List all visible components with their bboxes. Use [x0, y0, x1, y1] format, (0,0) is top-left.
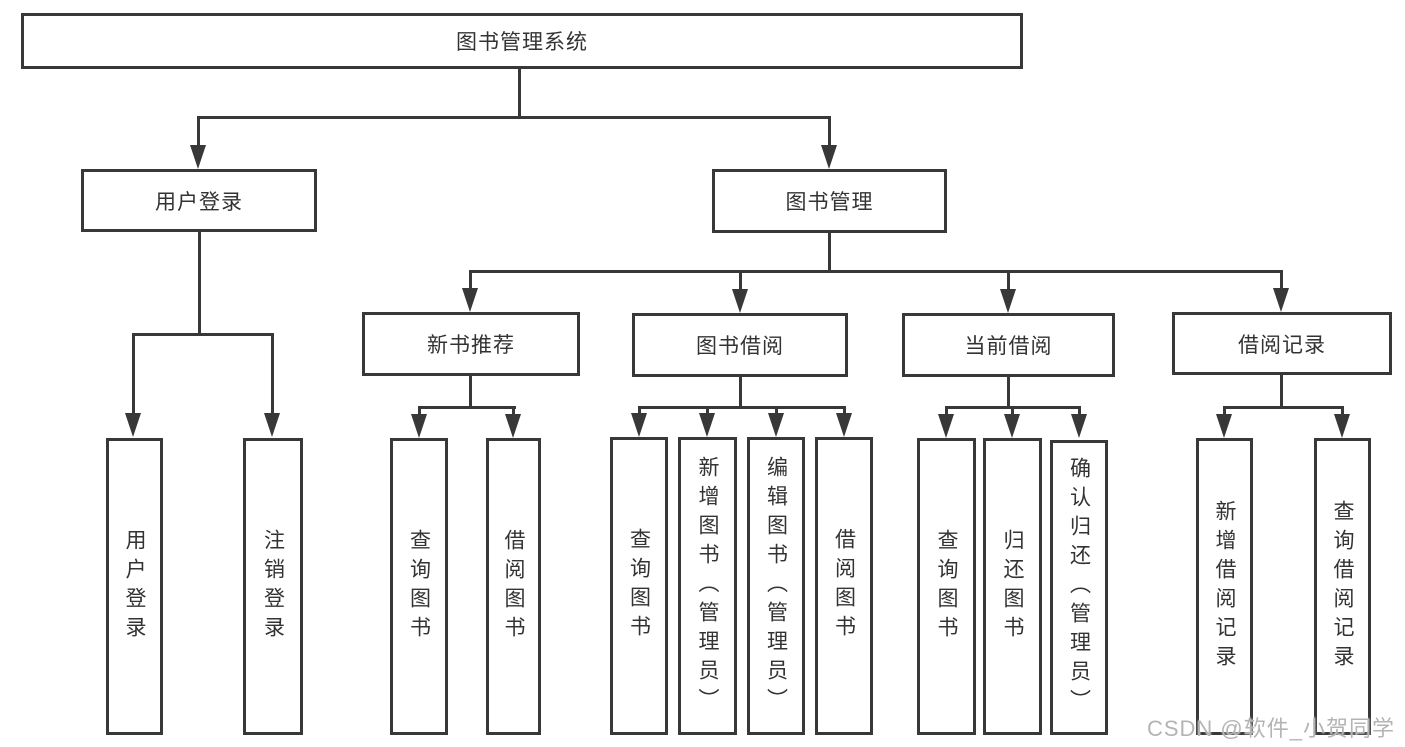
node-book-borrow-label: 图书借阅	[696, 335, 784, 358]
arrowhead-down-icon	[699, 413, 715, 437]
leaf-current-return: 归还图书	[983, 438, 1042, 735]
connector-hline	[132, 333, 274, 336]
connector-vline	[469, 376, 472, 409]
node-root-label: 图书管理系统	[456, 31, 588, 54]
connector-vline	[828, 233, 831, 273]
leaf-borrow-edit-admin: 编辑图书（管理员）	[747, 437, 805, 735]
node-current-borrow-label: 当前借阅	[964, 335, 1053, 358]
connector-vline	[638, 406, 641, 416]
connector-vline	[1011, 406, 1014, 416]
node-new-book-recommend: 新书推荐	[362, 312, 580, 376]
arrowhead-down-icon	[505, 414, 521, 438]
connector-vline	[1007, 377, 1010, 409]
leaf-current-query-label: 查询图书	[935, 528, 958, 645]
leaf-user-login-label: 用户登录	[123, 528, 146, 645]
connector-vline	[775, 406, 778, 416]
connector-hline	[469, 270, 1283, 273]
leaf-record-query-label: 查询借阅记录	[1331, 499, 1354, 674]
connector-vline	[518, 69, 521, 118]
arrowhead-down-icon	[1216, 414, 1232, 438]
leaf-current-query: 查询图书	[917, 438, 976, 735]
node-book-management-label: 图书管理	[785, 191, 874, 214]
node-new-book-recommend-label: 新书推荐	[427, 334, 515, 357]
connector-vline	[945, 406, 948, 416]
arrowhead-down-icon	[631, 413, 647, 437]
arrowhead-down-icon	[836, 413, 852, 437]
connector-vline	[1280, 270, 1283, 292]
leaf-newbook-borrow-label: 借阅图书	[502, 528, 525, 645]
arrowhead-down-icon	[1273, 288, 1289, 312]
node-root: 图书管理系统	[21, 13, 1023, 69]
leaf-current-confirm-admin-label: 确认归还（管理员）	[1067, 457, 1091, 718]
leaf-newbook-borrow: 借阅图书	[486, 438, 541, 735]
leaf-borrow-book: 借阅图书	[815, 437, 873, 735]
arrowhead-down-icon	[125, 413, 141, 437]
connector-vline	[1341, 406, 1344, 416]
arrowhead-down-icon	[938, 414, 954, 438]
leaf-borrow-add-admin: 新增图书（管理员）	[678, 437, 737, 735]
connector-vline	[1280, 375, 1283, 409]
node-borrow-records-label: 借阅记录	[1238, 333, 1326, 357]
connector-vline	[1007, 270, 1010, 292]
arrowhead-down-icon	[1004, 414, 1020, 438]
connector-hline	[197, 116, 831, 119]
arrowhead-down-icon	[190, 145, 206, 169]
leaf-current-confirm-admin: 确认归还（管理员）	[1050, 440, 1108, 735]
connector-vline	[271, 333, 274, 415]
connector-vline	[197, 116, 200, 146]
arrowhead-down-icon	[1071, 414, 1087, 438]
arrowhead-down-icon	[732, 289, 748, 313]
connector-vline	[843, 406, 846, 416]
connector-vline	[198, 232, 201, 336]
arrowhead-down-icon	[1334, 414, 1350, 438]
leaf-record-add-label: 新增借阅记录	[1213, 499, 1236, 674]
connector-hline	[418, 406, 516, 409]
connector-vline	[418, 406, 421, 416]
arrowhead-down-icon	[462, 288, 478, 312]
node-borrow-records: 借阅记录	[1172, 312, 1392, 375]
connector-vline	[828, 116, 831, 146]
leaf-borrow-edit-admin-label: 编辑图书（管理员）	[764, 455, 788, 717]
connector-vline	[1078, 406, 1081, 416]
leaf-user-login: 用户登录	[106, 438, 163, 735]
arrowhead-down-icon	[768, 413, 784, 437]
node-book-borrow: 图书借阅	[632, 313, 848, 377]
connector-vline	[469, 270, 472, 292]
leaf-current-return-label: 归还图书	[1001, 528, 1024, 645]
leaf-borrow-query: 查询图书	[610, 437, 668, 735]
leaf-borrow-book-label: 借阅图书	[832, 528, 856, 644]
connector-vline	[706, 406, 709, 416]
leaf-record-query: 查询借阅记录	[1314, 438, 1371, 735]
connector-vline	[132, 333, 135, 415]
arrowhead-down-icon	[1000, 289, 1016, 313]
connector-vline	[739, 270, 742, 292]
leaf-logout-label: 注销登录	[261, 528, 285, 645]
node-book-management: 图书管理	[712, 169, 947, 233]
watermark: CSDN @软件_小贺同学	[1146, 716, 1395, 741]
connector-vline	[512, 406, 515, 416]
connector-vline	[1223, 406, 1226, 416]
arrowhead-down-icon	[264, 413, 280, 437]
connector-vline	[739, 377, 742, 409]
leaf-borrow-add-admin-label: 新增图书（管理员）	[696, 455, 719, 717]
node-user-login-label: 用户登录	[155, 190, 243, 214]
node-user-login: 用户登录	[81, 169, 317, 232]
connector-hline	[638, 406, 846, 409]
leaf-record-add: 新增借阅记录	[1196, 438, 1253, 735]
leaf-newbook-query: 查询图书	[390, 438, 448, 735]
leaf-logout: 注销登录	[243, 438, 303, 735]
connector-hline	[1223, 406, 1344, 409]
leaf-borrow-query-label: 查询图书	[627, 528, 651, 644]
node-current-borrow: 当前借阅	[902, 313, 1115, 377]
arrowhead-down-icon	[821, 145, 837, 169]
arrowhead-down-icon	[411, 414, 427, 438]
leaf-newbook-query-label: 查询图书	[407, 528, 431, 645]
